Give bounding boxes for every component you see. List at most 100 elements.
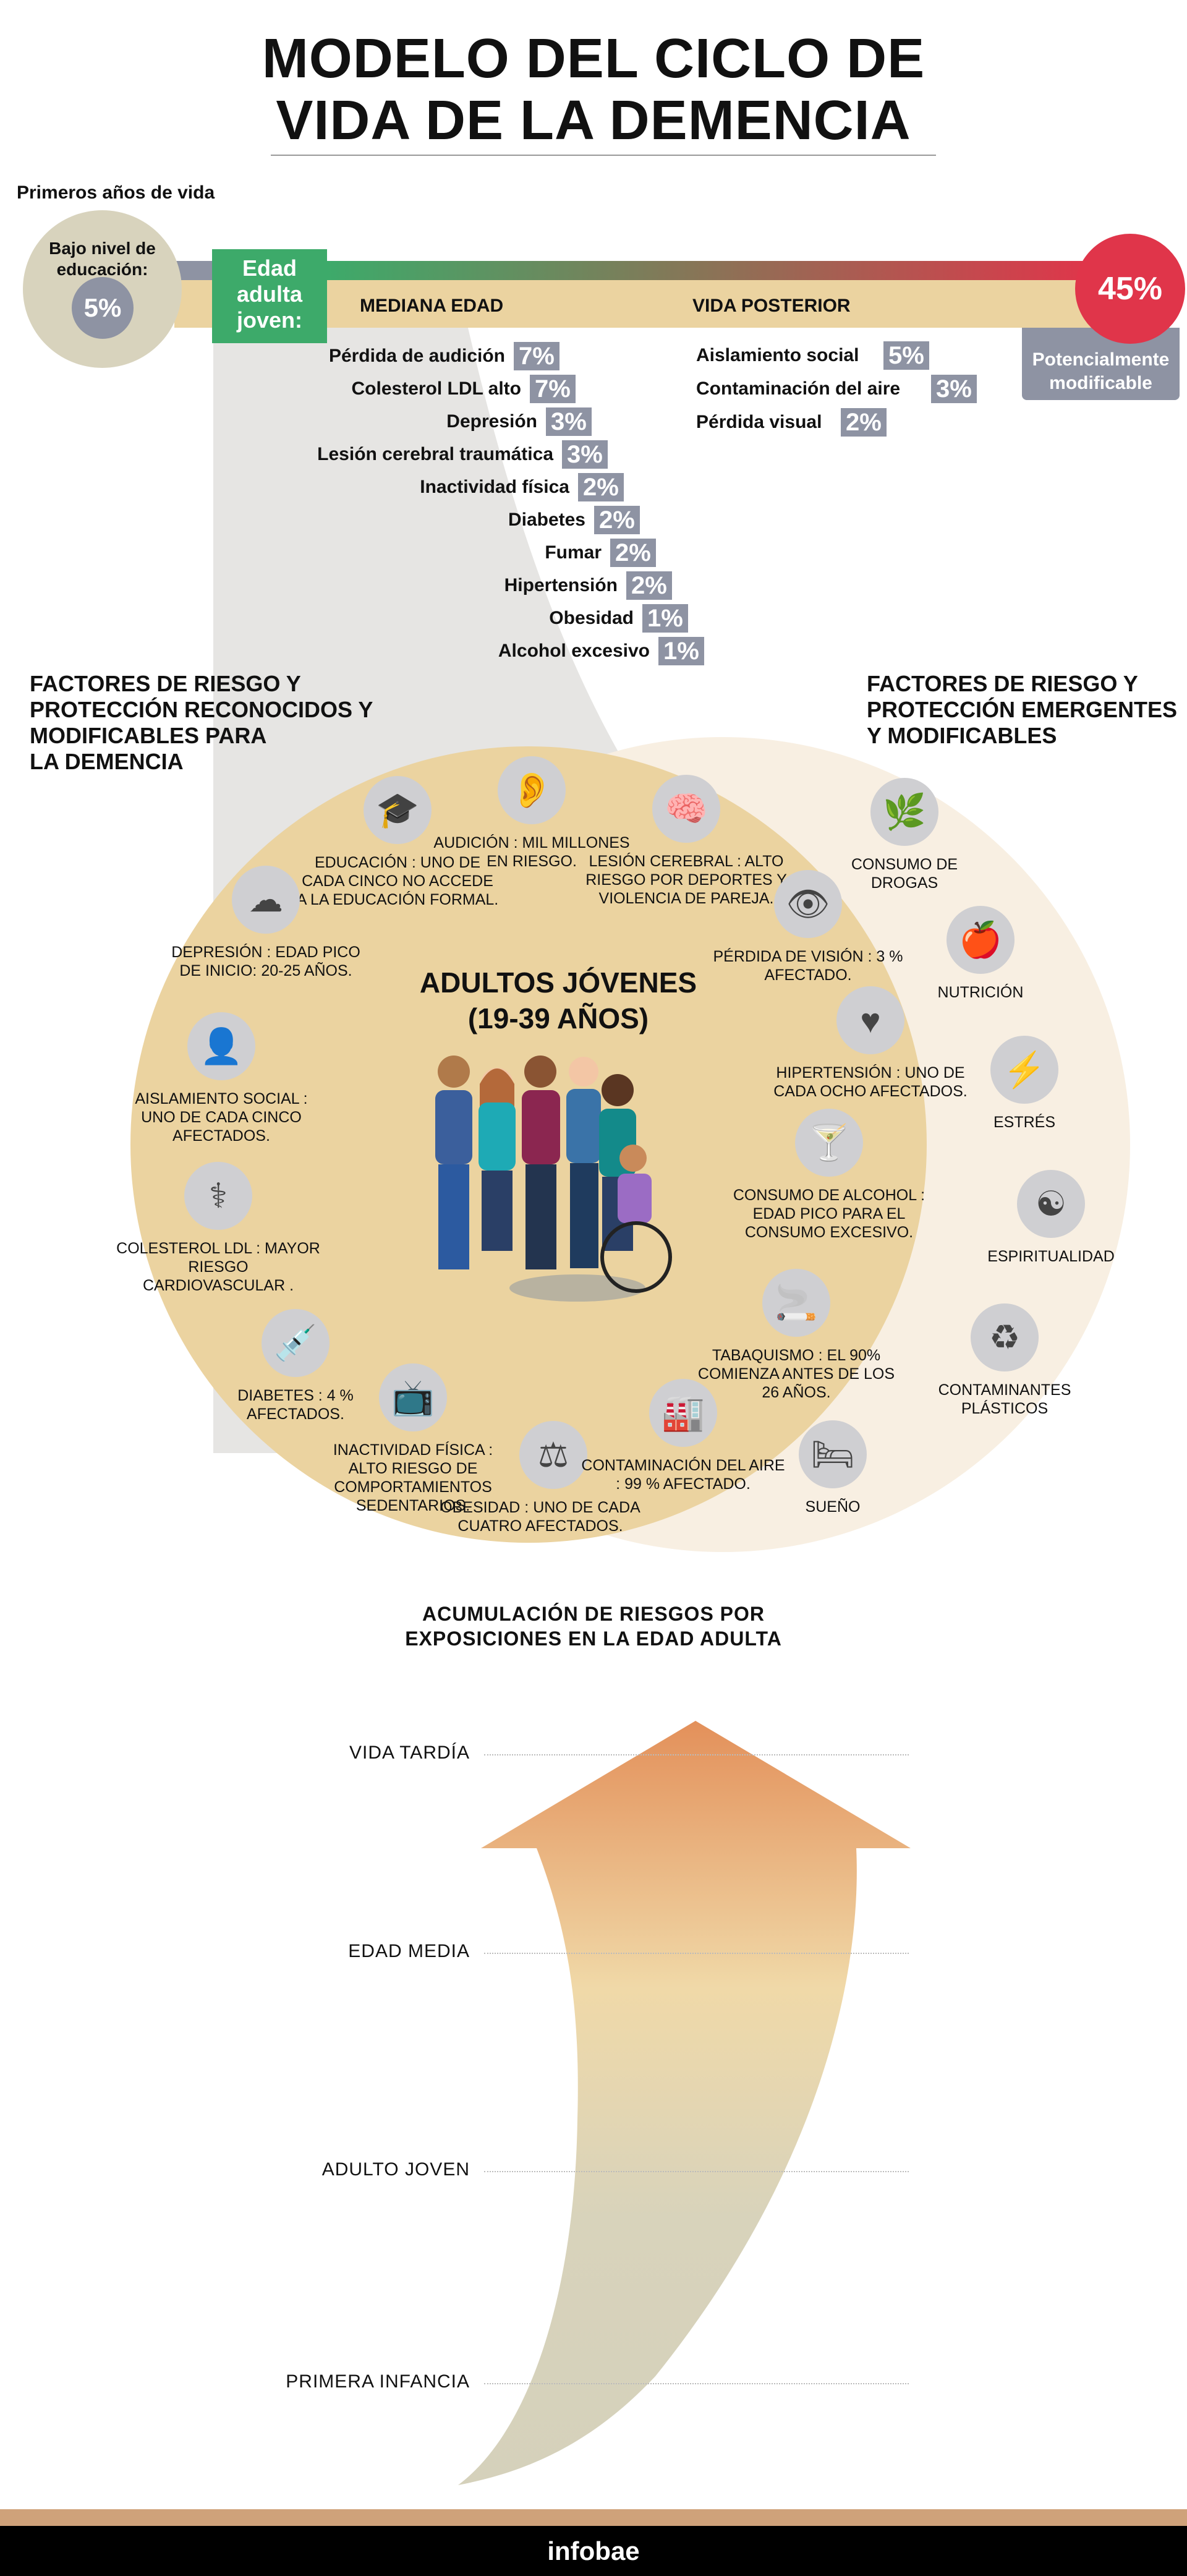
plastics-icon: ♻ [971, 1303, 1039, 1371]
emerging-factor-text: CONSUMO DE DROGAS [851, 856, 958, 892]
emerging-factor-text: ESPIRITUALIDAD [987, 1248, 1115, 1265]
young-adult-factor-text: LESIÓN CEREBRAL : ALTO RIESGO POR DEPORT… [585, 853, 787, 907]
page-title: MODELO DEL CICLO DE VIDA DE LA DEMENCIA [0, 28, 1187, 151]
young-adult-factor-text: INACTIVIDAD FÍSICA : ALTO RIESGO DE COMP… [333, 1441, 493, 1514]
risk-factor-percent-badge: 1% [642, 604, 688, 633]
education-icon: 🎓 [364, 776, 432, 844]
drugs-icon: 🌿 [870, 778, 938, 846]
heading-line: PROTECCIÓN RECONOCIDOS Y [30, 697, 373, 722]
nutrition-icon: 🍎 [947, 906, 1015, 974]
early-factor-label: Bajo nivel de educación: [49, 239, 156, 279]
recognized-factors-heading: FACTORES DE RIESGO Y PROTECCIÓN RECONOCI… [30, 671, 373, 775]
young-adult-factor-text: OBESIDAD : UNO DE CADA CUATRO AFECTADOS. [440, 1499, 640, 1535]
young-adult-factor-text: DIABETES : 4 % AFECTADOS. [237, 1387, 354, 1423]
risk-factor-percent-badge: 3% [562, 440, 608, 469]
stage-late-life: VIDA TARDÍA [349, 1742, 470, 1763]
potentially-modifiable-caption: Potencialmente modificable [1022, 328, 1180, 400]
young-adult-factor-text: PÉRDIDA DE VISIÓN : 3 % AFECTADO. [713, 948, 903, 984]
footer: infobae [0, 2526, 1187, 2576]
risk-factor-percent-badge: 2% [610, 539, 656, 567]
title-line-2: VIDA DE LA DEMENCIA [276, 90, 911, 151]
risk-gradient-bar [327, 261, 1094, 280]
risk-factor-percent-badge: 1% [658, 637, 704, 665]
early-years-label: Primeros años de vida [17, 182, 215, 203]
emerging-factor-text: SUEÑO [805, 1498, 861, 1516]
heading-line: LA DEMENCIA [30, 749, 184, 774]
risk-factor-label: Lesión cerebral traumática [317, 444, 553, 464]
young-adult-factor-text: CONTAMINACIÓN DEL AIRE : 99 % AFECTADO. [581, 1457, 785, 1493]
stage-line [484, 1754, 909, 1755]
risk-factor-label: Depresión [446, 411, 537, 432]
footer-stripe [0, 2509, 1187, 2526]
stage-line [484, 2171, 909, 2172]
risk-factor-label: Alcohol excesivo [498, 641, 650, 661]
risk-accumulation-arrow [458, 1721, 911, 2485]
accumulation-title: ACUMULACIÓN DE RIESGOS POR EXPOSICIONES … [284, 1601, 903, 1651]
emerging-factor-text: NUTRICIÓN [937, 984, 1024, 1001]
young-adult-factor-text: COLESTEROL LDL : MAYOR RIESGO CARDIOVASC… [116, 1240, 320, 1294]
risk-factor-percent-badge: 7% [514, 342, 559, 370]
hypertension-icon: ♥ [836, 986, 904, 1054]
midlife-label: MEDIANA EDAD [360, 296, 504, 316]
risk-factor-label: Hipertensión [504, 575, 618, 595]
pollution-icon: 🏭 [649, 1379, 717, 1447]
center-title-line: (19-39 AÑOS) [467, 1002, 649, 1034]
young-adult-factor-text: CONSUMO DE ALCOHOL : EDAD PICO PARA EL C… [733, 1187, 925, 1241]
risk-factor-percent-badge: 2% [841, 408, 887, 437]
accumulation-title-line: EXPOSICIONES EN LA EDAD ADULTA [405, 1627, 782, 1650]
later-life-label: VIDA POSTERIOR [692, 296, 851, 316]
stage-middle-age: EDAD MEDIA [348, 1941, 470, 1961]
risk-factor-percent-badge: 2% [578, 473, 624, 501]
infobae-logo[interactable]: infobae [547, 2536, 640, 2565]
risk-factor-percent-badge: 2% [594, 506, 640, 534]
emerging-factors-heading: FACTORES DE RIESGO Y PROTECCIÓN EMERGENT… [867, 671, 1177, 749]
young-adult-factor-text: HIPERTENSIÓN : UNO DE CADA OCHO AFECTADO… [773, 1064, 968, 1100]
diabetes-icon: 💉 [262, 1309, 330, 1377]
accumulation-title-line: ACUMULACIÓN DE RIESGOS POR [422, 1603, 765, 1625]
young-adult-factor-text: TABAQUISMO : EL 90% COMIENZA ANTES DE LO… [697, 1347, 895, 1401]
heading-line: FACTORES DE RIESGO Y [30, 671, 301, 696]
risk-factor-label: Pérdida de audición [328, 346, 505, 366]
heading-line: PROTECCIÓN EMERGENTES [867, 697, 1178, 722]
young-adult-factor-text: AISLAMIENTO SOCIAL : UNO DE CADA CINCO A… [135, 1090, 308, 1145]
obesity-icon: ⚖ [519, 1421, 587, 1489]
title-line-1: MODELO DEL CICLO DE [262, 28, 925, 90]
cholesterol-icon: ⚕ [184, 1162, 252, 1230]
risk-factor-percent-badge: 5% [883, 341, 929, 370]
young-adult-box: Edad adulta joven: [212, 249, 327, 343]
stage-early-childhood: PRIMERA INFANCIA [286, 2371, 470, 2392]
early-education-circle: Bajo nivel de educación: 5% [23, 210, 182, 368]
stage-young-adult: ADULTO JOVEN [321, 2159, 470, 2180]
inactivity-icon: 📺 [379, 1363, 447, 1431]
emerging-factor-text: ESTRÉS [993, 1114, 1056, 1131]
emerging-factor-text: CONTAMINANTES PLÁSTICOS [938, 1381, 1071, 1417]
risk-factor-label: Aislamiento social [696, 345, 859, 365]
risk-factor-label: Contaminación del aire [696, 378, 901, 399]
stage-line [484, 1953, 909, 1954]
depression-icon: ☁ [232, 866, 300, 934]
isolation-icon: 👤 [187, 1012, 255, 1080]
total-modifiable-circle: 45% [1075, 234, 1185, 344]
risk-factor-label: Fumar [545, 542, 602, 563]
smoking-icon: 🚬 [762, 1269, 830, 1337]
risk-factor-label: Inactividad física [420, 477, 569, 497]
sleep-icon: 🛏 [799, 1420, 867, 1488]
young-adult-factor-text: AUDICIÓN : MIL MILLONES EN RIESGO. [433, 834, 630, 870]
young-adult-factor-text: EDUCACIÓN : UNO DE CADA CINCO NO ACCEDE … [296, 854, 499, 908]
spirituality-icon: ☯ [1017, 1170, 1085, 1238]
risk-factor-label: Colesterol LDL alto [351, 378, 521, 399]
risk-factor-percent-badge: 7% [530, 375, 576, 403]
hearing-icon: 👂 [498, 756, 566, 824]
heading-line: MODIFICABLES PARA [30, 723, 267, 748]
title-divider [271, 155, 936, 156]
heading-line: Y MODIFICABLES [867, 723, 1057, 748]
brain-icon: 🧠 [652, 775, 720, 843]
risk-factor-percent-badge: 2% [626, 571, 672, 600]
stress-icon: ⚡ [990, 1036, 1058, 1104]
heading-line: FACTORES DE RIESGO Y [867, 671, 1138, 696]
risk-factor-percent-badge: 3% [931, 375, 977, 403]
risk-factor-label: Obesidad [549, 608, 634, 628]
center-title-line: ADULTOS JÓVENES [419, 966, 697, 999]
vision-icon: 👁 [774, 870, 842, 938]
young-adults-title: ADULTOS JÓVENES (19-39 AÑOS) [373, 965, 744, 1036]
